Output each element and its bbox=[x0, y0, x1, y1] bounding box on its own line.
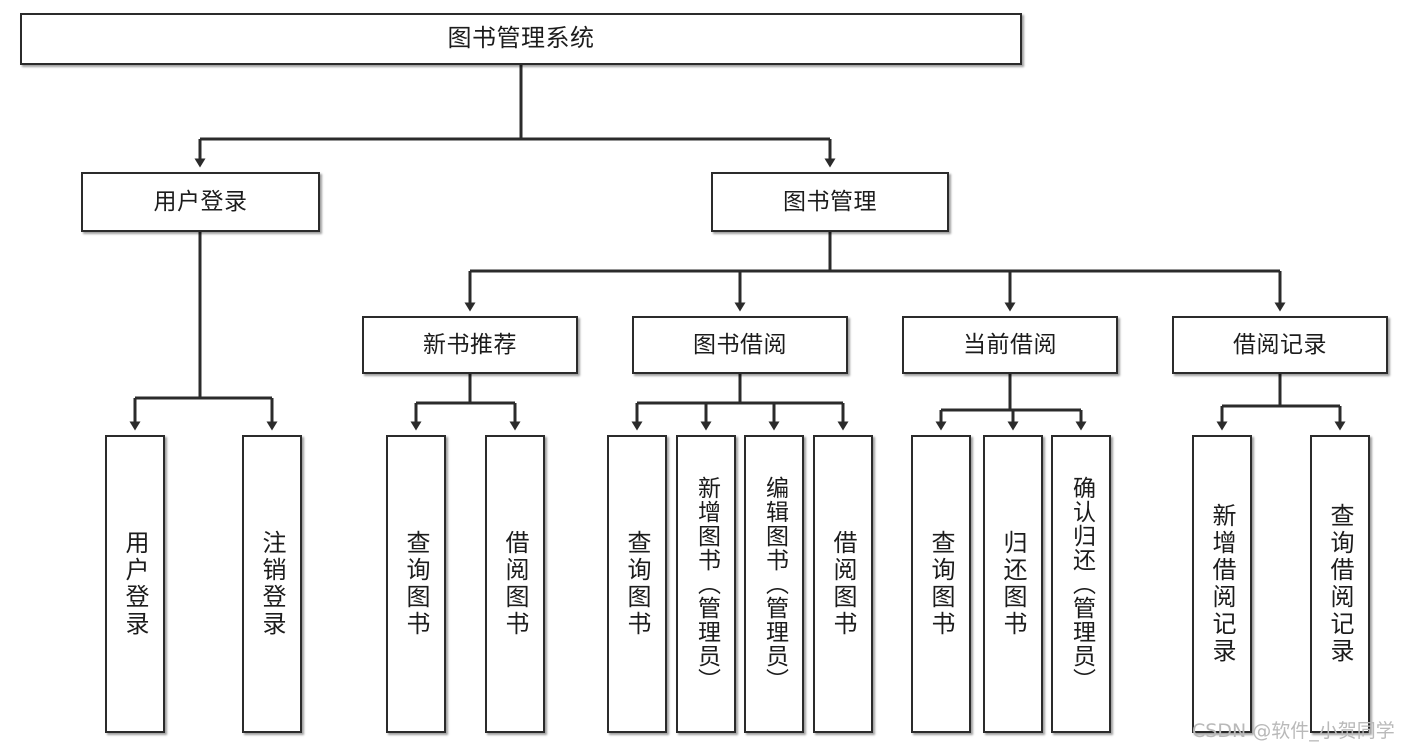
node-label: 当前借阅 bbox=[963, 331, 1057, 358]
node-root-system[interactable]: 图书管理系统 bbox=[20, 13, 1022, 65]
node-new-book-recommend[interactable]: 新书推荐 bbox=[362, 316, 578, 374]
node-book-borrow[interactable]: 图书借阅 bbox=[632, 316, 848, 374]
node-label: 新书推荐 bbox=[423, 331, 517, 358]
node-user-login[interactable]: 用户登录 bbox=[81, 172, 320, 232]
node-label: 用户登录 bbox=[153, 188, 248, 215]
leaf-confirm-return-admin[interactable]: 确认归还（管理员） bbox=[1051, 435, 1111, 733]
node-label: 新增图书（管理员） bbox=[693, 476, 720, 692]
node-label: 图书借阅 bbox=[693, 331, 787, 358]
node-label: 查询图书 bbox=[402, 530, 430, 638]
leaf-borrow-book-newbook[interactable]: 借阅图书 bbox=[485, 435, 545, 733]
leaf-return-book[interactable]: 归还图书 bbox=[983, 435, 1043, 733]
leaf-query-borrow-record[interactable]: 查询借阅记录 bbox=[1310, 435, 1370, 733]
node-label: 图书管理系统 bbox=[447, 24, 595, 53]
leaf-borrow-book[interactable]: 借阅图书 bbox=[813, 435, 873, 733]
csdn-watermark: CSDN @软件_小贺同学 bbox=[1192, 720, 1395, 742]
node-label: 借阅记录 bbox=[1233, 331, 1327, 358]
node-label: 查询图书 bbox=[927, 530, 955, 638]
node-label: 归还图书 bbox=[999, 530, 1027, 638]
node-label: 用户登录 bbox=[121, 530, 149, 638]
leaf-edit-book-admin[interactable]: 编辑图书（管理员） bbox=[744, 435, 804, 733]
leaf-query-book-borrow[interactable]: 查询图书 bbox=[607, 435, 667, 733]
leaf-query-book-newbook[interactable]: 查询图书 bbox=[386, 435, 446, 733]
node-label: 借阅图书 bbox=[829, 530, 857, 638]
node-label: 图书管理 bbox=[783, 188, 877, 215]
node-label: 查询借阅记录 bbox=[1326, 503, 1354, 665]
node-label: 确认归还（管理员） bbox=[1068, 476, 1095, 692]
node-label: 借阅图书 bbox=[501, 530, 529, 638]
leaf-add-book-admin[interactable]: 新增图书（管理员） bbox=[676, 435, 736, 733]
leaf-add-borrow-record[interactable]: 新增借阅记录 bbox=[1192, 435, 1252, 733]
leaf-logout[interactable]: 注销登录 bbox=[242, 435, 302, 733]
node-label: 新增借阅记录 bbox=[1208, 503, 1236, 665]
leaf-user-login[interactable]: 用户登录 bbox=[105, 435, 165, 733]
node-borrow-record[interactable]: 借阅记录 bbox=[1172, 316, 1388, 374]
node-label: 编辑图书（管理员） bbox=[761, 476, 788, 692]
node-current-borrow[interactable]: 当前借阅 bbox=[902, 316, 1118, 374]
node-label: 注销登录 bbox=[258, 530, 286, 638]
node-book-management[interactable]: 图书管理 bbox=[711, 172, 949, 232]
node-label: 查询图书 bbox=[623, 530, 651, 638]
leaf-query-book-current[interactable]: 查询图书 bbox=[911, 435, 971, 733]
